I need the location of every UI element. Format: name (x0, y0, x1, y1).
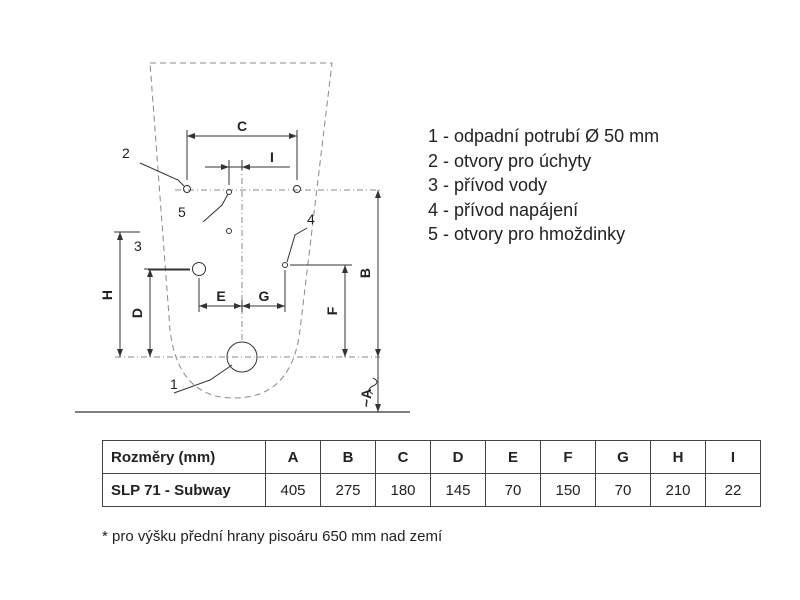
callout-1: 1 (170, 376, 178, 392)
table-cell: 22 (705, 473, 761, 507)
callout-5: 5 (178, 204, 186, 220)
table-header-cell: I (705, 440, 761, 474)
callout-3: 3 (134, 238, 142, 254)
mount-hole-left (183, 185, 191, 193)
table-header-cell: H (650, 440, 706, 474)
table-header-cell: G (595, 440, 651, 474)
water-inlet (192, 262, 206, 276)
dim-a-label: ~A (358, 389, 374, 407)
urinal-outline (149, 62, 333, 399)
dim-g-label: G (259, 288, 270, 304)
table-header-cell: E (485, 440, 541, 474)
table-cell: 150 (540, 473, 596, 507)
table-cell: 70 (485, 473, 541, 507)
dowel-hole-1 (226, 189, 232, 195)
dowel-hole-2 (226, 228, 232, 234)
legend-item: 4 - přívod napájení (428, 199, 579, 220)
table-header-cell: C (375, 440, 431, 474)
urinal-installation-diagram: C I E G H D F B ~A 2 5 3 4 1 (75, 62, 410, 413)
table-row: SLP 71 - Subway 405 275 180 145 70 150 7… (102, 473, 761, 507)
legend-item: 3 - přívod vody (428, 175, 548, 195)
legend-item: 1 - odpadní potrubí Ø 50 mm (428, 126, 660, 146)
mount-hole-right (293, 185, 301, 193)
dim-e-label: E (216, 288, 225, 304)
legend-item: 2 - otvory pro úchyty (428, 150, 592, 171)
dim-i-label: I (270, 149, 274, 165)
table-cell: SLP 71 - Subway (102, 473, 266, 507)
table-header-cell: F (540, 440, 596, 474)
footnote: * pro výšku přední hrany pisoáru 650 mm … (102, 528, 443, 545)
power-inlet (282, 262, 288, 268)
table-cell: 275 (320, 473, 376, 507)
table-cell: 180 (375, 473, 431, 507)
table-header-cell: D (430, 440, 486, 474)
table-cell: 70 (595, 473, 651, 507)
callout-4: 4 (307, 211, 315, 227)
dim-d-label: D (129, 308, 145, 318)
legend-item: 5 - otvory pro hmoždinky (428, 224, 626, 244)
legend: 1 - odpadní potrubí Ø 50 mm 2 - otvory p… (428, 124, 659, 247)
table-header-cell: B (320, 440, 376, 474)
table-cell: 210 (650, 473, 706, 507)
dimensions-table: Rozměry (mm) A B C D E F G H I SLP 71 - … (102, 440, 761, 507)
table-cell: 145 (430, 473, 486, 507)
table-header-cell: A (265, 440, 321, 474)
dim-h-label: H (99, 290, 115, 300)
waste-pipe (226, 341, 258, 373)
dim-f-label: F (324, 306, 340, 315)
table-header-row: Rozměry (mm) A B C D E F G H I (102, 440, 761, 474)
table-header-cell: Rozměry (mm) (102, 440, 266, 474)
dim-b-label: B (357, 268, 373, 278)
table-cell: 405 (265, 473, 321, 507)
callout-2: 2 (122, 145, 130, 161)
dim-c-label: C (237, 118, 247, 134)
